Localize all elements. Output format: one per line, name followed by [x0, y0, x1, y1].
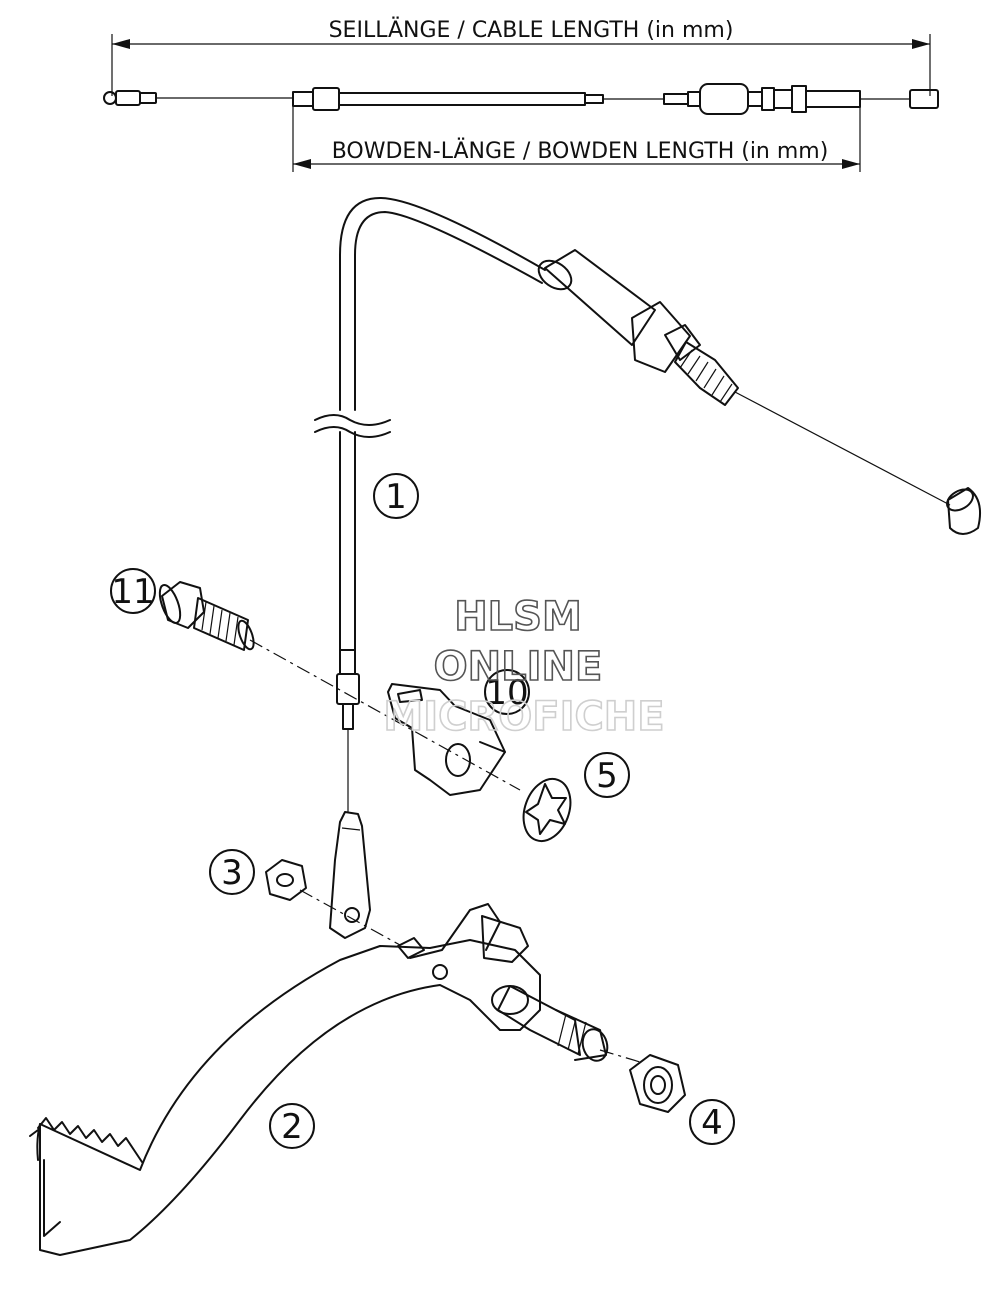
- callout-4: 4: [689, 1099, 735, 1145]
- svg-text:2: 2: [281, 1107, 303, 1147]
- svg-text:11: 11: [111, 572, 154, 612]
- svg-text:MICROFICHE: MICROFICHE: [383, 694, 664, 740]
- svg-text:3: 3: [221, 853, 243, 893]
- lock-washer: [522, 778, 572, 842]
- callout-3: 3: [209, 849, 255, 895]
- svg-text:ONLINE: ONLINE: [434, 644, 603, 690]
- bolt: [158, 581, 255, 651]
- cable-clevis: [329, 811, 371, 939]
- callout-11: 11: [110, 568, 156, 614]
- brake-pedal: [29, 903, 609, 1256]
- callout-5: 5: [584, 752, 630, 798]
- throttle-cable: [314, 197, 981, 812]
- svg-text:5: 5: [596, 756, 618, 796]
- bowden-length-dimension: BOWDEN-LÄNGE / BOWDEN LENGTH (in mm): [292, 98, 861, 172]
- watermark: HLSM ONLINE MICROFICHE: [383, 593, 666, 741]
- callout-2: 2: [269, 1103, 315, 1149]
- cable-length-label: SEILLÄNGE / CABLE LENGTH (in mm): [329, 17, 734, 43]
- svg-text:4: 4: [701, 1103, 723, 1143]
- bowden-length-label: BOWDEN-LÄNGE / BOWDEN LENGTH (in mm): [332, 138, 829, 164]
- svg-text:1: 1: [385, 477, 407, 517]
- flange-nut: [629, 1054, 686, 1113]
- cable-schematic: [103, 83, 939, 115]
- svg-text:10: 10: [485, 673, 528, 713]
- cable-length-dimension: SEILLÄNGE / CABLE LENGTH (in mm): [111, 17, 931, 96]
- cable-bracket: [387, 683, 506, 796]
- small-nut: [265, 859, 307, 901]
- callout-10: 10: [484, 669, 530, 715]
- callout-1: 1: [373, 473, 419, 519]
- svg-text:HLSM: HLSM: [454, 594, 582, 640]
